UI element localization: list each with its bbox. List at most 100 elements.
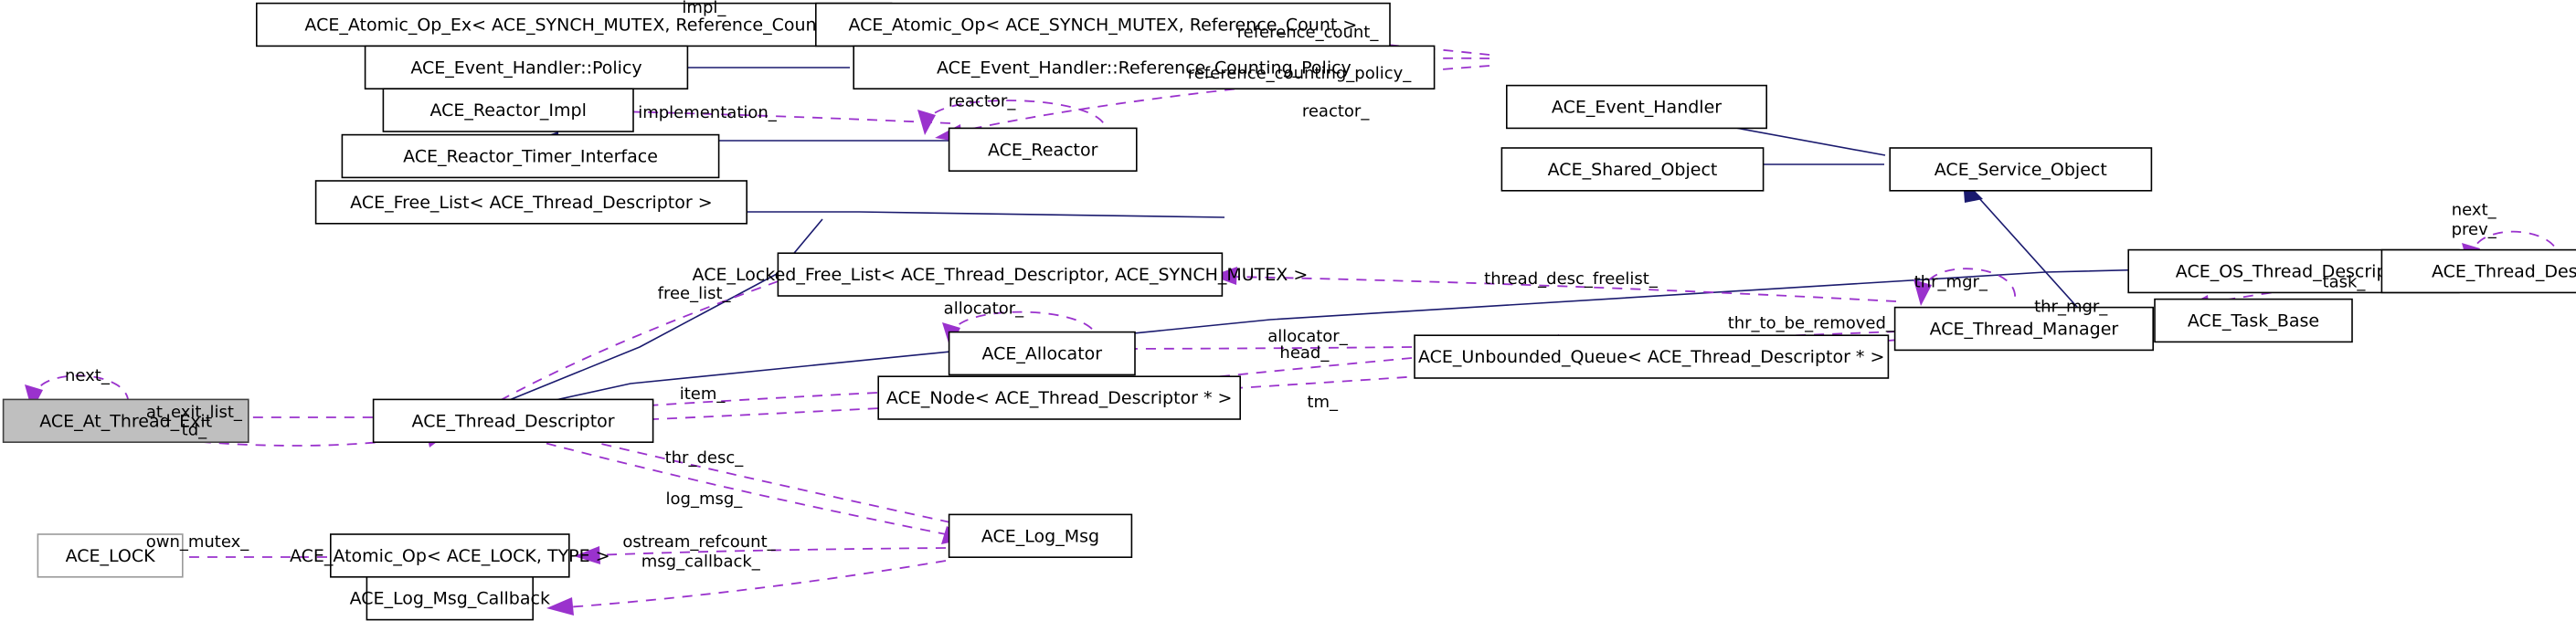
- class-label-eh_policy: ACE_Event_Handler::Policy: [410, 58, 641, 78]
- class-node-task_base[interactable]: ACE_Task_Base: [2154, 298, 2353, 343]
- class-label-reactor_timer_iface: ACE_Reactor_Timer_Interface: [403, 147, 658, 167]
- edge-label-thr_desc: thr_desc_: [665, 448, 745, 468]
- class-label-shared_object: ACE_Shared_Object: [1548, 160, 1718, 180]
- class-label-reactor: ACE_Reactor: [988, 140, 1098, 160]
- class-label-atomic_op_rc: ACE_Atomic_Op< ACE_SYNCH_MUTEX, Referenc…: [848, 16, 1357, 36]
- class-label-log_msg: ACE_Log_Msg: [981, 526, 1099, 546]
- edge-label-task: task_: [2323, 273, 2367, 292]
- edge-label-texts: impl_ reference_count_ reference_counting_…: [65, 0, 2497, 572]
- class-node-eh_policy[interactable]: ACE_Event_Handler::Policy: [364, 45, 689, 90]
- edge-label-thr_mgr_task: thr_mgr_: [2034, 298, 2108, 317]
- class-box-service_object[interactable]: [1889, 147, 2153, 192]
- class-node-thread_manager[interactable]: ACE_Thread_Manager: [1893, 306, 2155, 352]
- class-node-log_msg_callback[interactable]: ACE_Log_Msg_Callback: [350, 575, 550, 621]
- class-node-node_td[interactable]: ACE_Node< ACE_Thread_Descriptor * >: [877, 375, 1242, 420]
- class-label-task_base: ACE_Task_Base: [2188, 311, 2319, 332]
- class-box-thread_desc_base[interactable]: [2380, 248, 2576, 294]
- class-label-service_object: ACE_Service_Object: [1935, 160, 2107, 180]
- class-node-allocator[interactable]: ACE_Allocator: [948, 331, 1136, 376]
- class-label-os_thread_desc: ACE_OS_Thread_Descriptor: [2176, 262, 2412, 282]
- edge-ostream-refcount: [593, 547, 947, 556]
- edge-label-next_prev_prev: prev_: [2452, 220, 2497, 239]
- class-node-unbounded_queue[interactable]: ACE_Unbounded_Queue< ACE_Thread_Descript…: [1414, 334, 1890, 379]
- edge-thread-desc-freelist: [1231, 276, 1897, 302]
- class-node-shared_object[interactable]: ACE_Shared_Object: [1500, 147, 1765, 192]
- class-node-event_handler[interactable]: ACE_Event_Handler: [1506, 84, 1768, 130]
- class-node-reactor[interactable]: ACE_Reactor: [948, 127, 1138, 172]
- class-node-atomic_op_rc[interactable]: ACE_Atomic_Op< ACE_SYNCH_MUTEX, Referenc…: [814, 2, 1391, 47]
- edge-label-item: item_: [680, 384, 726, 404]
- class-box-eh_policy[interactable]: [364, 45, 689, 90]
- edge-threaddescriptor-lockedfreelist: [477, 218, 823, 414]
- edge-log-msg: [493, 428, 947, 535]
- class-label-thread_desc_base: ACE_Thread_Descriptor_Base: [2432, 262, 2576, 282]
- class-box-node_td[interactable]: [877, 375, 1242, 420]
- class-label-ace_lock: ACE_LOCK: [66, 546, 156, 566]
- class-node-reactor_timer_iface[interactable]: ACE_Reactor_Timer_Interface: [341, 133, 720, 179]
- class-box-atomic_op_ex[interactable]: [255, 2, 893, 47]
- class-box-at_thread_exit[interactable]: [2, 398, 249, 443]
- class-box-unbounded_queue[interactable]: [1414, 334, 1890, 379]
- edge-label-td: td_: [182, 421, 207, 440]
- class-box-locked_free_list[interactable]: [777, 252, 1224, 297]
- class-node-thread_descriptor[interactable]: ACE_Thread_Descriptor: [372, 398, 654, 443]
- edge-msg-callback: [566, 560, 947, 608]
- edge-label-msg_callback: msg_callback_: [641, 553, 761, 572]
- class-box-log_msg_callback[interactable]: [366, 575, 534, 621]
- class-label-unbounded_queue: ACE_Unbounded_Queue< ACE_Thread_Descript…: [1418, 347, 1884, 367]
- class-box-task_base[interactable]: [2154, 298, 2353, 343]
- edge-label-allocator_self: allocator_: [944, 299, 1024, 318]
- class-box-reactor_timer_iface[interactable]: [341, 133, 720, 179]
- class-node-reactor_impl[interactable]: ACE_Reactor_Impl: [382, 88, 634, 132]
- class-label-event_handler: ACE_Event_Handler: [1552, 98, 1722, 118]
- edge-label-thr_mgr_self: thr_mgr_: [1914, 273, 1988, 292]
- class-box-ace_lock[interactable]: [37, 533, 184, 578]
- class-label-atomic_op_lock: ACE_Atomic_Op< ACE_LOCK, TYPE >: [290, 546, 610, 566]
- edge-serviceobject-threadmanager: [1968, 186, 2094, 325]
- class-box-eh_ref_policy[interactable]: [853, 45, 1436, 90]
- class-label-eh_ref_policy: ACE_Event_Handler::Reference_Counting_Po…: [937, 58, 1352, 78]
- class-label-reactor_impl: ACE_Reactor_Impl: [429, 100, 586, 121]
- edge-reactor-self: [926, 100, 1107, 129]
- class-box-thread_manager[interactable]: [1893, 306, 2155, 352]
- edge-label-ostream_refcount: ostream_refcount_: [622, 532, 776, 552]
- class-label-thread_descriptor: ACE_Thread_Descriptor: [412, 411, 615, 431]
- edge-label-reference_count: reference_count_: [1237, 23, 1380, 42]
- class-node-atomic_op_ex[interactable]: ACE_Atomic_Op_Ex< ACE_SYNCH_MUTEX, Refer…: [255, 2, 893, 47]
- edge-label-reference_counting_policy: reference_counting_policy_: [1188, 64, 1413, 83]
- edge-thrmgr-self: [1923, 268, 2016, 300]
- edge-label-reactor_impl_lbl: reactor_: [949, 92, 1016, 111]
- class-node-eh_ref_policy[interactable]: ACE_Event_Handler::Reference_Counting_Po…: [853, 45, 1436, 90]
- arrowhead-next-ate: [25, 384, 43, 411]
- class-label-thread_manager: ACE_Thread_Manager: [1930, 320, 2119, 340]
- class-label-allocator: ACE_Allocator: [982, 344, 1103, 364]
- edge-label-free_list: free_list_: [658, 284, 732, 303]
- edge-label-allocator_q: allocator_: [1267, 327, 1348, 346]
- class-node-at_thread_exit[interactable]: ACE_At_Thread_Exit: [2, 398, 249, 443]
- class-box-log_msg[interactable]: [948, 513, 1133, 559]
- edge-label-implementation: implementation_: [638, 103, 778, 122]
- class-box-reactor[interactable]: [948, 127, 1138, 172]
- class-box-event_handler[interactable]: [1506, 84, 1768, 130]
- arrowhead-thread-desc-freelist: [1212, 267, 1237, 285]
- edge-label-impl: impl_: [682, 0, 726, 17]
- edge-label-head: head_: [1279, 343, 1330, 363]
- class-node-ace_lock[interactable]: ACE_LOCK: [37, 533, 184, 578]
- class-node-locked_free_list[interactable]: ACE_Locked_Free_List< ACE_Thread_Descrip…: [693, 252, 1309, 297]
- class-node-atomic_op_lock[interactable]: ACE_Atomic_Op< ACE_LOCK, TYPE >: [290, 533, 610, 578]
- class-box-free_list_td[interactable]: [314, 180, 748, 225]
- class-box-reactor_impl[interactable]: [382, 88, 634, 132]
- class-box-thread_descriptor[interactable]: [372, 398, 654, 443]
- class-node-free_list_td[interactable]: ACE_Free_List< ACE_Thread_Descriptor >: [314, 180, 748, 225]
- class-box-atomic_op_rc[interactable]: [814, 2, 1391, 47]
- class-box-allocator[interactable]: [948, 331, 1136, 376]
- class-node-log_msg[interactable]: ACE_Log_Msg: [948, 513, 1133, 559]
- class-box-shared_object[interactable]: [1500, 147, 1765, 192]
- edge-label-tm: tm_: [1307, 393, 1339, 412]
- class-node-thread_desc_base[interactable]: ACE_Thread_Descriptor_Base: [2380, 248, 2576, 294]
- class-node-service_object[interactable]: ACE_Service_Object: [1889, 147, 2153, 192]
- class-label-at_thread_exit: ACE_At_Thread_Exit: [39, 411, 212, 431]
